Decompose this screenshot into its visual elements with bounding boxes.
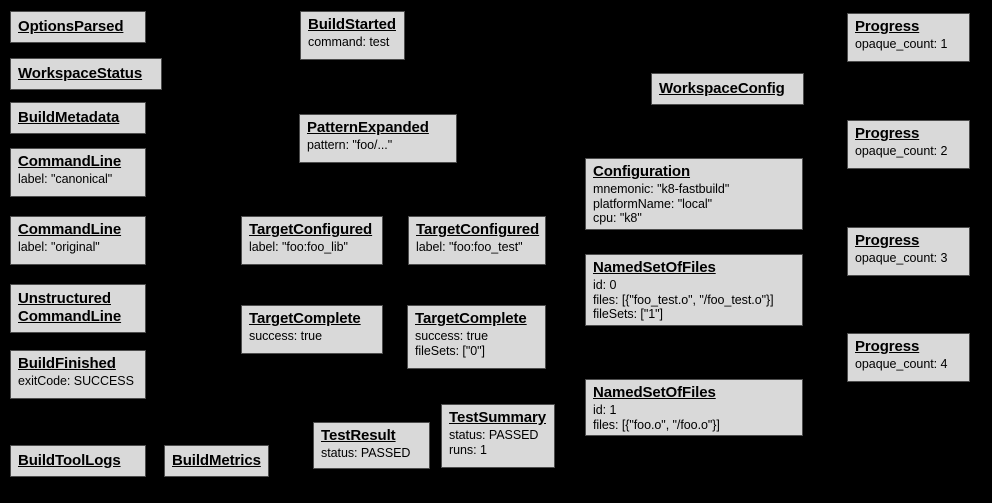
event-node-title: WorkspaceStatus — [18, 64, 143, 82]
event-node-fields: label: "canonical" — [18, 172, 139, 187]
event-node-field: opaque_count: 2 — [855, 143, 948, 158]
event-node-field: label: "canonical" — [18, 171, 113, 186]
event-node-title: Configuration — [593, 163, 691, 180]
event-node-fields: opaque_count: 4 — [855, 357, 963, 372]
event-node-title: TargetComplete — [249, 310, 361, 327]
event-node-title: BuildStarted — [308, 16, 396, 33]
event-node-fields: opaque_count: 3 — [855, 251, 963, 266]
event-node-title: NamedSetOfFiles — [593, 259, 716, 276]
event-node-field: id: 0 — [593, 277, 617, 292]
event-node-build-metadata[interactable]: BuildMetadata — [10, 102, 146, 134]
event-node-title: Progress — [855, 338, 920, 355]
event-node-title: WorkspaceConfig — [659, 79, 785, 97]
event-node-title: Progress — [855, 232, 920, 249]
event-node-title: PatternExpanded — [307, 119, 429, 136]
event-node-fields: pattern: "foo/..." — [307, 138, 450, 153]
event-node-title: Progress — [855, 125, 920, 142]
event-node-fields: label: "original" — [18, 240, 139, 255]
event-node-fields: opaque_count: 1 — [855, 37, 963, 52]
event-node-workspace-status[interactable]: WorkspaceStatus — [10, 58, 162, 90]
event-node-field: exitCode: SUCCESS — [18, 373, 134, 388]
event-node-field: opaque_count: 4 — [855, 356, 948, 371]
event-node-field: runs: 1 — [449, 442, 487, 457]
event-node-field: success: true — [249, 328, 322, 343]
event-node-title: BuildMetrics — [172, 451, 261, 469]
event-node-workspace-config[interactable]: WorkspaceConfig — [651, 73, 804, 105]
event-node-title: TestSummary — [449, 409, 546, 426]
event-node-field: command: test — [308, 34, 390, 49]
event-node-field: mnemonic: "k8-fastbuild" — [593, 181, 730, 196]
event-node-title: NamedSetOfFiles — [593, 384, 716, 401]
event-node-fields: status: PASSED — [321, 446, 423, 461]
event-node-field: id: 1 — [593, 402, 617, 417]
event-node-fields: opaque_count: 2 — [855, 144, 963, 159]
event-node-field: files: [{"foo.o", "/foo.o"}] — [593, 417, 720, 432]
event-node-field: status: PASSED — [321, 445, 411, 460]
event-node-field: label: "foo:foo_test" — [416, 239, 523, 254]
event-node-title: TargetConfigured — [249, 221, 373, 238]
event-node-field: cpu: "k8" — [593, 211, 642, 226]
event-node-title: Unstructured CommandLine — [18, 290, 122, 325]
event-node-options-parsed[interactable]: OptionsParsed — [10, 11, 146, 43]
event-node-field: success: true — [415, 328, 488, 343]
event-node-title: TargetComplete — [415, 310, 527, 327]
event-node-title: OptionsParsed — [18, 17, 124, 35]
event-node-fields: success: true — [249, 329, 376, 344]
event-node-fields: label: "foo:foo_lib" — [249, 240, 376, 255]
event-node-title: BuildFinished — [18, 355, 116, 372]
event-node-title: Progress — [855, 18, 920, 35]
event-node-fields: label: "foo:foo_test" — [416, 240, 539, 255]
event-node-title: CommandLine — [18, 153, 122, 170]
event-node-field: label: "foo:foo_lib" — [249, 239, 348, 254]
event-node-title: TestResult — [321, 427, 396, 444]
event-node-field: files: [{"foo_test.o", "/foo_test.o"}] — [593, 292, 774, 307]
event-node-field: label: "original" — [18, 239, 100, 254]
event-node-field: fileSets: ["1"] — [593, 307, 663, 322]
event-node-fields: command: test — [308, 35, 398, 50]
event-node-field: opaque_count: 3 — [855, 250, 948, 265]
event-node-fields: exitCode: SUCCESS — [18, 374, 139, 389]
event-node-title: TargetConfigured — [416, 221, 540, 238]
event-node-build-metrics[interactable]: BuildMetrics — [164, 445, 269, 477]
event-node-unstructured-command-line[interactable]: Unstructured CommandLine — [10, 284, 146, 333]
event-node-field: opaque_count: 1 — [855, 36, 948, 51]
event-node-build-tool-logs[interactable]: BuildToolLogs — [10, 445, 146, 477]
event-node-field: fileSets: ["0"] — [415, 343, 485, 358]
event-node-title: BuildMetadata — [18, 108, 120, 126]
event-node-fields: mnemonic: "k8-fastbuild"platformName: "l… — [593, 182, 796, 226]
event-node-title: CommandLine — [18, 221, 122, 238]
event-node-field: status: PASSED — [449, 427, 539, 442]
event-node-field: platformName: "local" — [593, 196, 712, 211]
event-node-field: pattern: "foo/..." — [307, 137, 393, 152]
event-node-title: BuildToolLogs — [18, 451, 121, 469]
